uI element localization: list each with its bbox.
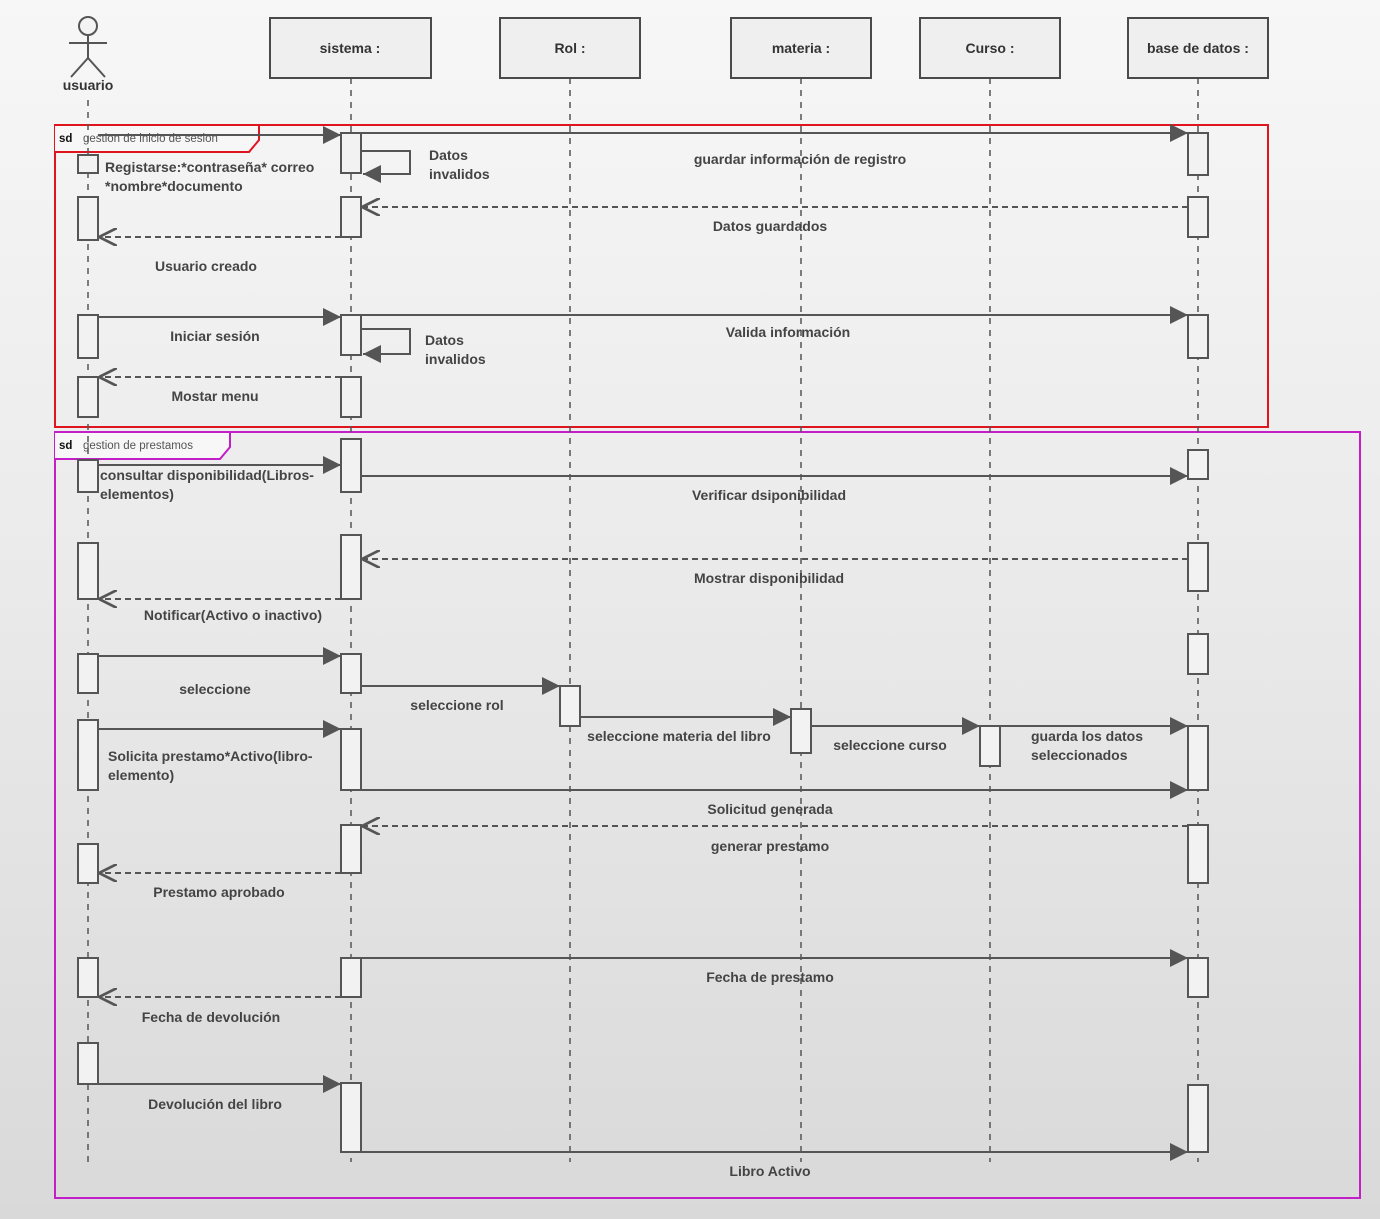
fragment-login-keyword: sd — [59, 133, 72, 145]
activation-bar — [340, 132, 362, 174]
message-label-registrarse: Registarse:*contraseña* correo *nombre*d… — [105, 159, 318, 194]
activation-bar — [1187, 132, 1209, 176]
message-label-solicita-prestamo: Solicita prestamo*Activo(libro- elemento… — [108, 748, 316, 783]
lifelines — [87, 78, 1199, 1162]
message-label-guardar-informacion: guardar información de registro — [694, 151, 906, 167]
activation-bar — [1187, 542, 1209, 592]
activation-bar — [340, 728, 362, 791]
activation-bar — [340, 653, 362, 694]
message-label-mostrar-disponibilidad: Mostrar disponibilidad — [694, 570, 844, 586]
activation-bar — [1187, 196, 1209, 238]
participant-materia-label: materia : — [772, 40, 830, 56]
participant-rol: Rol : — [499, 17, 641, 79]
message-label-datos-guardados: Datos guardados — [713, 218, 828, 234]
message-arrows — [98, 124, 1188, 1161]
message-label-fecha-de-devolucion: Fecha de devolución — [142, 1009, 280, 1025]
self-message-arrow — [361, 328, 411, 363]
participant-base-de-datos: base de datos : — [1127, 17, 1269, 79]
message-label-guarda-los-datos: guarda los datos seleccionados — [1031, 728, 1147, 763]
message-label-datos-invalidos-login: Datos invalidos — [425, 332, 486, 367]
activation-bar — [790, 708, 812, 754]
activation-bar — [340, 534, 362, 600]
message-label-fecha-de-prestamo: Fecha de prestamo — [706, 969, 834, 985]
activation-bar — [1187, 633, 1209, 675]
activation-bar — [77, 459, 99, 493]
activation-bar — [77, 653, 99, 694]
fragment-loans-keyword: sd — [59, 440, 72, 452]
message-label-solicitud-generada: Solicitud generada — [707, 801, 832, 817]
message-label-generar-prestamo: generar prestamo — [711, 838, 829, 854]
activation-bar — [77, 1042, 99, 1085]
fragment-loans: sd gestion de prestamos — [54, 431, 1361, 1199]
activation-bar — [77, 314, 99, 359]
participant-curso: Curso : — [919, 17, 1061, 79]
activation-bar — [77, 542, 99, 600]
message-label-seleccione-rol: seleccione rol — [410, 697, 503, 713]
activation-bar — [1187, 314, 1209, 359]
activation-bar — [77, 719, 99, 791]
message-label-iniciar-sesion: Iniciar sesión — [170, 328, 259, 344]
message-label-devolucion-del-libro: Devolución del libro — [148, 1096, 282, 1112]
message-label-usuario-creado: Usuario creado — [155, 258, 257, 274]
message-label-libro-activo: Libro Activo — [729, 1163, 810, 1179]
activation-bar — [77, 957, 99, 998]
message-labels: Registarse:*contraseña* correo *nombre*d… — [100, 147, 1147, 1179]
self-message-arrow — [361, 150, 411, 183]
actor-icon — [69, 16, 107, 78]
activation-bar — [1187, 957, 1209, 998]
message-label-verificar-disponibilidad: Verificar dsiponibilidad — [692, 487, 846, 503]
activation-bar — [77, 376, 99, 418]
participant-usuario: usuario — [63, 16, 114, 93]
participant-usuario-label: usuario — [63, 77, 114, 93]
message-label-datos-invalidos: Datos invalidos — [429, 147, 490, 182]
fragment-loans-name: gestion de prestamos — [83, 440, 193, 452]
activation-bar — [559, 685, 581, 727]
message-label-notificar: Notificar(Activo o inactivo) — [144, 607, 322, 623]
activation-bar — [77, 154, 99, 174]
activation-bar — [340, 1082, 362, 1153]
participant-curso-label: Curso : — [966, 40, 1015, 56]
message-label-seleccione-curso: seleccione curso — [833, 737, 947, 753]
message-label-valida-informacion: Valida información — [726, 324, 850, 340]
activation-bar — [1187, 725, 1209, 791]
participant-sistema: sistema : — [269, 17, 432, 79]
activation-bar — [77, 196, 99, 241]
activation-bar — [340, 314, 362, 356]
message-label-mostar-menu: Mostar menu — [171, 388, 258, 404]
activation-bar — [77, 843, 99, 884]
activation-bar — [979, 725, 1001, 767]
participant-base-de-datos-label: base de datos : — [1147, 40, 1249, 56]
message-label-seleccione-materia: seleccione materia del libro — [587, 728, 771, 744]
message-label-consultar-disponibilidad: consultar disponibilidad(Libros- element… — [100, 467, 318, 502]
activation-bar — [340, 957, 362, 998]
activation-bar — [1187, 824, 1209, 884]
message-label-seleccione: seleccione — [179, 681, 251, 697]
activations — [77, 132, 1209, 1153]
activation-bar — [340, 824, 362, 874]
message-label-prestamo-aprobado: Prestamo aprobado — [153, 884, 284, 900]
participant-rol-label: Rol : — [554, 40, 585, 56]
activation-bar — [340, 438, 362, 493]
activation-bar — [1187, 1084, 1209, 1153]
activation-bar — [340, 376, 362, 418]
participant-sistema-label: sistema : — [320, 40, 381, 56]
participant-materia: materia : — [730, 17, 872, 79]
activation-bar — [1187, 449, 1209, 480]
activation-bar — [340, 196, 362, 238]
